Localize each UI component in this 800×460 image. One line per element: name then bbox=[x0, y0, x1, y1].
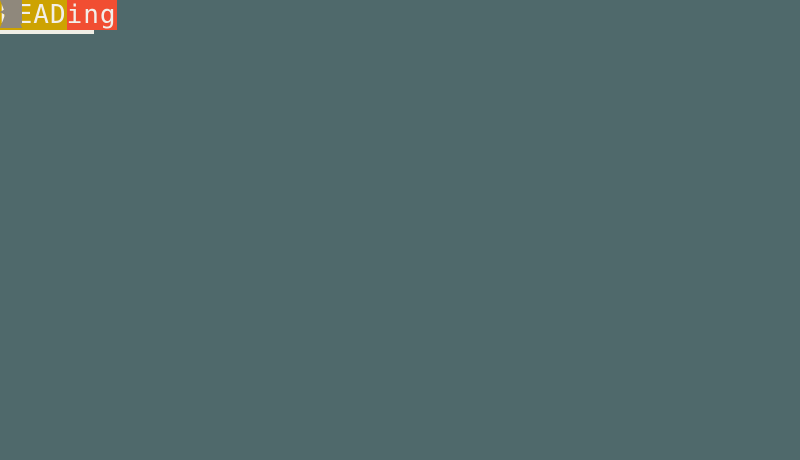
arrowhead-up-icon bbox=[0, 0, 22, 28]
